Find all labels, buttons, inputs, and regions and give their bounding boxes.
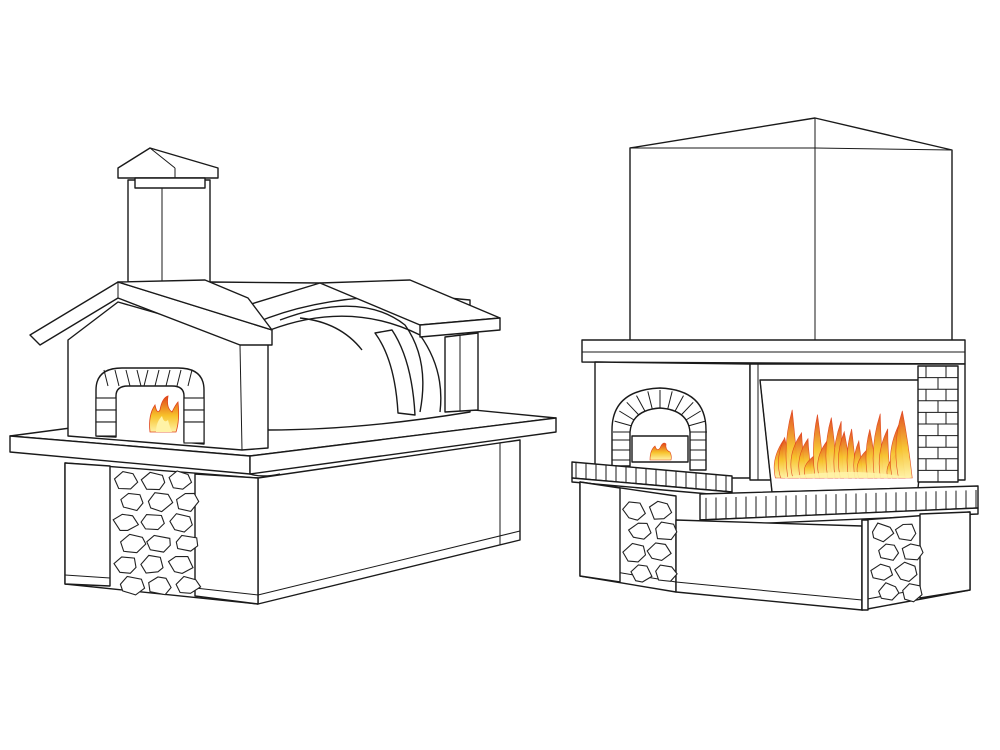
brick-joint (114, 369, 120, 387)
stone (148, 576, 172, 596)
stone (648, 500, 673, 520)
brick (95, 409, 117, 423)
stone (901, 543, 924, 561)
stone (113, 556, 137, 574)
brick-joint (674, 395, 684, 412)
brick (183, 421, 205, 444)
stone (147, 492, 174, 513)
stone (622, 542, 647, 563)
stone (630, 564, 653, 583)
brick-joint (154, 369, 160, 387)
stone (169, 513, 193, 533)
stone (871, 522, 895, 543)
stone (146, 534, 171, 553)
brick-joint (143, 369, 149, 387)
stone (120, 492, 144, 512)
brick-joint (667, 391, 673, 409)
stone (878, 582, 900, 601)
stone (119, 533, 147, 554)
brick-joint (176, 369, 182, 387)
stone (175, 575, 202, 594)
stone (113, 471, 139, 490)
stone (870, 563, 894, 581)
brick-joint (136, 369, 142, 387)
stone (655, 521, 678, 541)
stone (140, 554, 164, 574)
brick-joint (688, 420, 706, 427)
stone (621, 501, 646, 521)
brick-joint (619, 410, 635, 421)
pizza-oven (9, 147, 557, 605)
brick (95, 421, 117, 437)
flame-icon (649, 442, 672, 461)
fireplace-left-ledge (571, 461, 733, 497)
brick-joint (647, 391, 653, 409)
brick-joint (685, 410, 701, 421)
stone (175, 492, 200, 513)
stone (902, 583, 923, 603)
stone (168, 470, 193, 490)
stone (894, 523, 917, 542)
brick-joint (614, 420, 632, 427)
stone (627, 522, 652, 540)
stone-wall-icon (870, 522, 924, 603)
brick-joint (187, 369, 193, 387)
stone (167, 555, 194, 574)
stone (894, 561, 918, 583)
outdoor-fireplace (571, 117, 979, 611)
stone (140, 471, 166, 491)
stone (646, 542, 672, 561)
fireplace-brick-pillar (917, 365, 959, 483)
oven-dome (239, 295, 471, 431)
flame-icon (149, 395, 180, 433)
chimney-icon (117, 147, 219, 286)
brick-joint (680, 401, 694, 416)
brick-arch-icon (611, 387, 707, 471)
brick (183, 397, 205, 411)
flame-tongue (895, 410, 913, 479)
oven-right-roof (209, 279, 501, 413)
brick-joint (165, 369, 171, 387)
fireplace-mantel (581, 339, 966, 365)
brick-joint (103, 369, 109, 387)
oven-base (64, 439, 521, 605)
stone (878, 543, 900, 561)
brick-arch-icon (95, 367, 205, 445)
stone-wall-icon (621, 500, 678, 583)
brick (183, 409, 205, 423)
brick-joint (626, 401, 640, 416)
flame-icon (773, 409, 913, 479)
fireplace-hood (629, 117, 953, 343)
stone (175, 534, 199, 552)
stone (112, 513, 140, 531)
fireplace-hearth (699, 485, 979, 527)
brick-joint (636, 395, 646, 412)
stone (119, 575, 146, 596)
stone-wall-icon (112, 470, 202, 596)
brick-joint (125, 369, 131, 387)
brick (95, 397, 117, 411)
stone (140, 514, 165, 531)
stone (655, 564, 678, 582)
